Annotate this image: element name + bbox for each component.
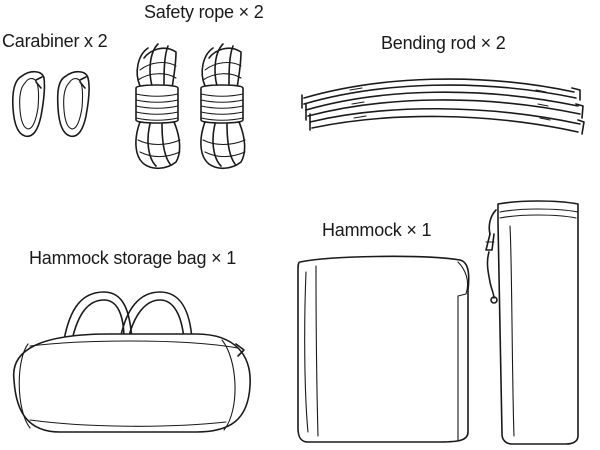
hammock-label: Hammock × 1 [322, 220, 432, 240]
storage-bag-icon [12, 291, 251, 433]
carabiner-label: Carabiner x 2 [2, 31, 108, 51]
safety-rope-label: Safety rope × 2 [144, 2, 264, 22]
hammock-icon [297, 255, 470, 443]
hammock-sack-icon [485, 200, 579, 445]
safety-rope-icon [200, 43, 246, 170]
storage-bag-label: Hammock storage bag × 1 [29, 248, 237, 268]
bending-rod-icon [301, 78, 585, 135]
carabiner-icon [11, 70, 46, 138]
carabiner-icon [56, 70, 90, 138]
bending-rod-label: Bending rod × 2 [381, 33, 506, 53]
safety-rope-icon [135, 43, 181, 170]
